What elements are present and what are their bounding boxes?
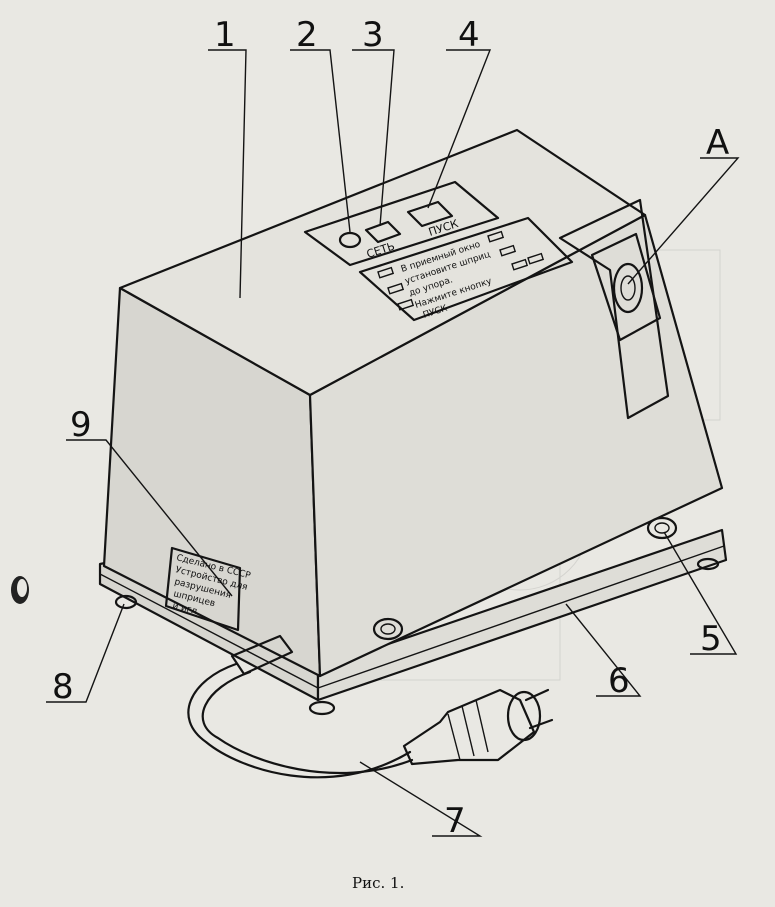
- feet: [114, 557, 720, 716]
- screw-icon: [646, 516, 678, 540]
- callout-A: A: [706, 123, 729, 163]
- callout-7: 7: [444, 801, 466, 841]
- receiving-window: [558, 198, 670, 420]
- start-button[interactable]: [406, 200, 454, 228]
- callout-8: 8: [52, 667, 74, 707]
- callout-3: 3: [362, 15, 384, 55]
- callouts: 1 2 3 4 A 5 6 7 8 9: [52, 15, 729, 841]
- callout-9: 9: [70, 405, 92, 445]
- power-cord: [187, 634, 554, 779]
- leader-lines: [46, 49, 740, 837]
- plug-icon: [402, 688, 536, 766]
- screw-icon: [372, 617, 404, 641]
- front-screws: [372, 516, 678, 641]
- callout-5: 5: [700, 619, 722, 659]
- callout-2: 2: [296, 15, 318, 55]
- punch-hole: [11, 576, 29, 604]
- figure-caption: Рис. 1.: [352, 874, 404, 892]
- callout-4: 4: [458, 15, 480, 55]
- housing: [102, 128, 724, 678]
- callout-6: 6: [608, 661, 630, 701]
- callout-1: 1: [214, 15, 236, 55]
- indicator-lamp: [338, 231, 362, 249]
